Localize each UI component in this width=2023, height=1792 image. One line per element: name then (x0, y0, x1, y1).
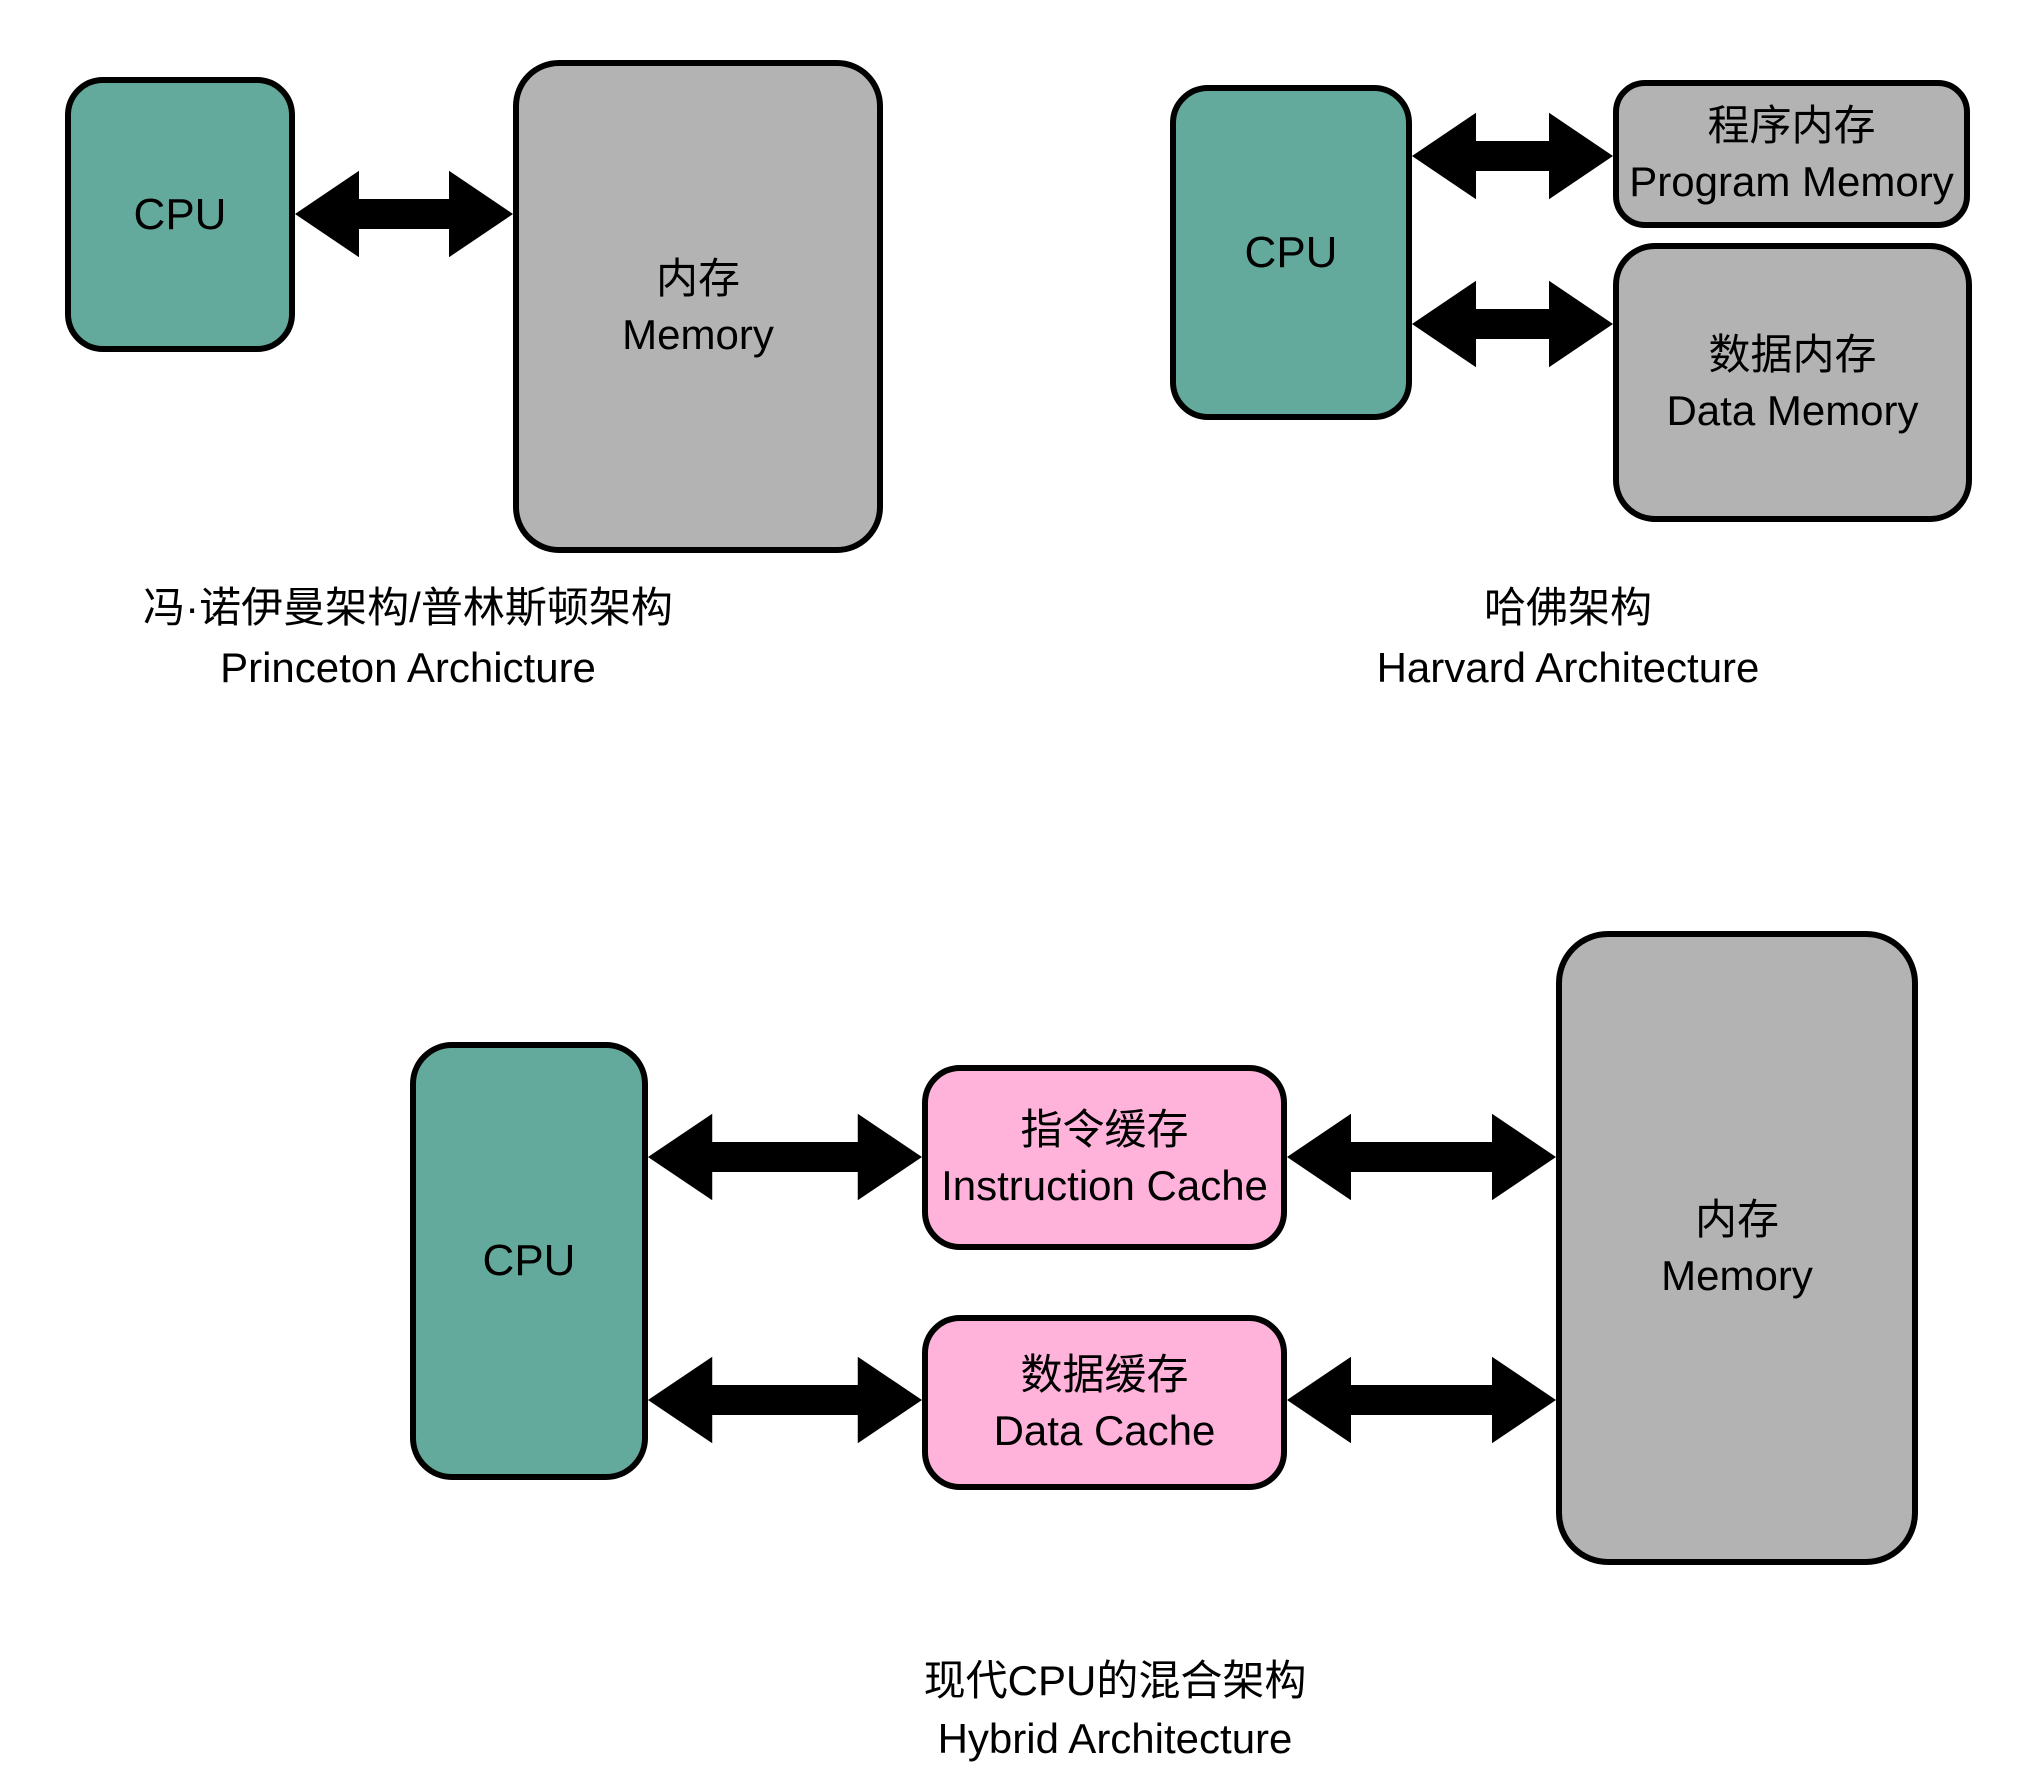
hybrid-cpu-data-cache-arrow (648, 1356, 922, 1444)
hybrid-caption-en: Hybrid Architecture (937, 1715, 1293, 1762)
hybrid-caption: 现代CPU的混合架构 Hybrid Architecture (665, 1652, 1565, 1768)
harvard-cpu-box: CPU (1170, 85, 1412, 420)
harvard-program-memory-label-zh: 程序内存 (1707, 102, 1876, 149)
harvard-data-memory-box: 数据内存 Data Memory (1613, 243, 1972, 522)
hybrid-instruction-cache-label-en: Instruction Cache (941, 1161, 1268, 1209)
hybrid-memory-box: 内存 Memory (1556, 931, 1918, 1565)
hybrid-memory-label-zh: 内存 (1694, 1196, 1779, 1243)
harvard-program-memory-box: 程序内存 Program Memory (1613, 80, 1970, 228)
harvard-caption: 哈佛架构 Harvard Architecture (1218, 578, 1918, 698)
harvard-cpu-program-memory-arrow (1412, 112, 1613, 200)
hybrid-data-cache-label: 数据缓存 Data Cache (994, 1347, 1216, 1459)
hybrid-data-cache-label-zh: 数据缓存 (1020, 1350, 1189, 1398)
hybrid-instruction-cache-box: 指令缓存 Instruction Cache (922, 1065, 1287, 1250)
princeton-cpu-box: CPU (65, 77, 295, 352)
princeton-caption: 冯·诺伊曼架构/普林斯顿架构 Princeton Archicture (63, 578, 753, 698)
princeton-caption-zh: 冯·诺伊曼架构/普林斯顿架构 (143, 584, 673, 631)
princeton-cpu-memory-arrow (295, 170, 513, 258)
hybrid-memory-label-en: Memory (1661, 1252, 1813, 1299)
princeton-caption-en: Princeton Archicture (220, 644, 596, 691)
harvard-cpu-data-memory-arrow (1412, 280, 1613, 368)
harvard-data-memory-label-en: Data Memory (1666, 386, 1919, 434)
hybrid-cpu-box: CPU (410, 1042, 648, 1480)
harvard-program-memory-label: 程序内存 Program Memory (1629, 98, 1953, 210)
princeton-cpu-label: CPU (133, 189, 227, 239)
princeton-memory-label-zh: 内存 (655, 254, 740, 302)
hybrid-cpu-label: CPU (482, 1236, 576, 1285)
harvard-data-memory-label: 数据内存 Data Memory (1666, 327, 1918, 439)
hybrid-data-cache-memory-arrow (1287, 1356, 1556, 1444)
harvard-data-memory-label-zh: 数据内存 (1708, 330, 1877, 378)
hybrid-instruction-cache-label: 指令缓存 Instruction Cache (941, 1102, 1268, 1214)
princeton-memory-label-en: Memory (622, 310, 774, 358)
hybrid-data-cache-box: 数据缓存 Data Cache (922, 1315, 1287, 1490)
harvard-caption-zh: 哈佛架构 (1483, 584, 1652, 631)
hybrid-caption-zh: 现代CPU的混合架构 (923, 1657, 1307, 1704)
harvard-caption-en: Harvard Architecture (1376, 644, 1760, 691)
princeton-memory-box: 内存 Memory (513, 60, 883, 553)
princeton-memory-label: 内存 Memory (622, 251, 774, 363)
hybrid-instruction-cache-label-zh: 指令缓存 (1020, 1105, 1189, 1153)
hybrid-memory-label: 内存 Memory (1661, 1192, 1813, 1304)
harvard-program-memory-label-en: Program Memory (1629, 158, 1954, 205)
hybrid-instruction-cache-memory-arrow (1287, 1113, 1556, 1201)
hybrid-cpu-instruction-cache-arrow (648, 1113, 922, 1201)
harvard-cpu-label: CPU (1244, 227, 1338, 277)
hybrid-data-cache-label-en: Data Cache (993, 1406, 1216, 1454)
